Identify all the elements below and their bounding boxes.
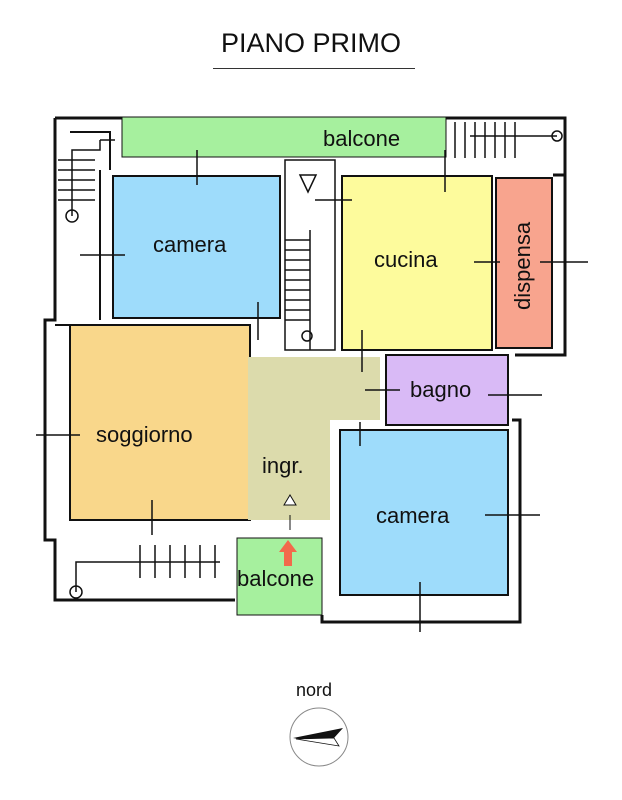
label-bagno: bagno bbox=[410, 377, 472, 402]
room-cucina bbox=[341, 175, 493, 351]
label-camera-1: camera bbox=[153, 232, 227, 257]
staircase-bottom-left bbox=[69, 545, 220, 599]
title-underline bbox=[213, 68, 415, 69]
label-cucina: cucina bbox=[374, 247, 438, 272]
label-dispensa: dispensa bbox=[510, 221, 535, 310]
compass-icon bbox=[289, 707, 349, 767]
room-balcone-top bbox=[121, 116, 447, 158]
label-soggiorno: soggiorno bbox=[96, 422, 193, 447]
room-balcone-bottom bbox=[236, 537, 323, 616]
room-camera-1 bbox=[112, 175, 281, 319]
staircase-top-left bbox=[58, 139, 115, 223]
staircase-central bbox=[284, 159, 336, 351]
room-ingresso bbox=[248, 357, 380, 520]
room-dispensa bbox=[495, 177, 553, 349]
entry-direction-icon bbox=[283, 494, 297, 530]
label-camera-2: camera bbox=[376, 503, 450, 528]
label-balcone-top: balcone bbox=[323, 126, 401, 151]
room-camera-2 bbox=[339, 429, 509, 596]
room-soggiorno bbox=[69, 324, 251, 521]
staircase-top-right bbox=[454, 122, 563, 158]
label-ingresso: ingr. bbox=[262, 453, 304, 478]
label-balcone-bottom: balcone bbox=[237, 566, 315, 591]
compass-label: nord bbox=[296, 680, 333, 700]
plan-title: PIANO PRIMO bbox=[220, 28, 402, 58]
window-markers bbox=[36, 150, 588, 632]
entry-arrow-icon bbox=[279, 540, 297, 566]
room-bagno bbox=[385, 354, 509, 426]
